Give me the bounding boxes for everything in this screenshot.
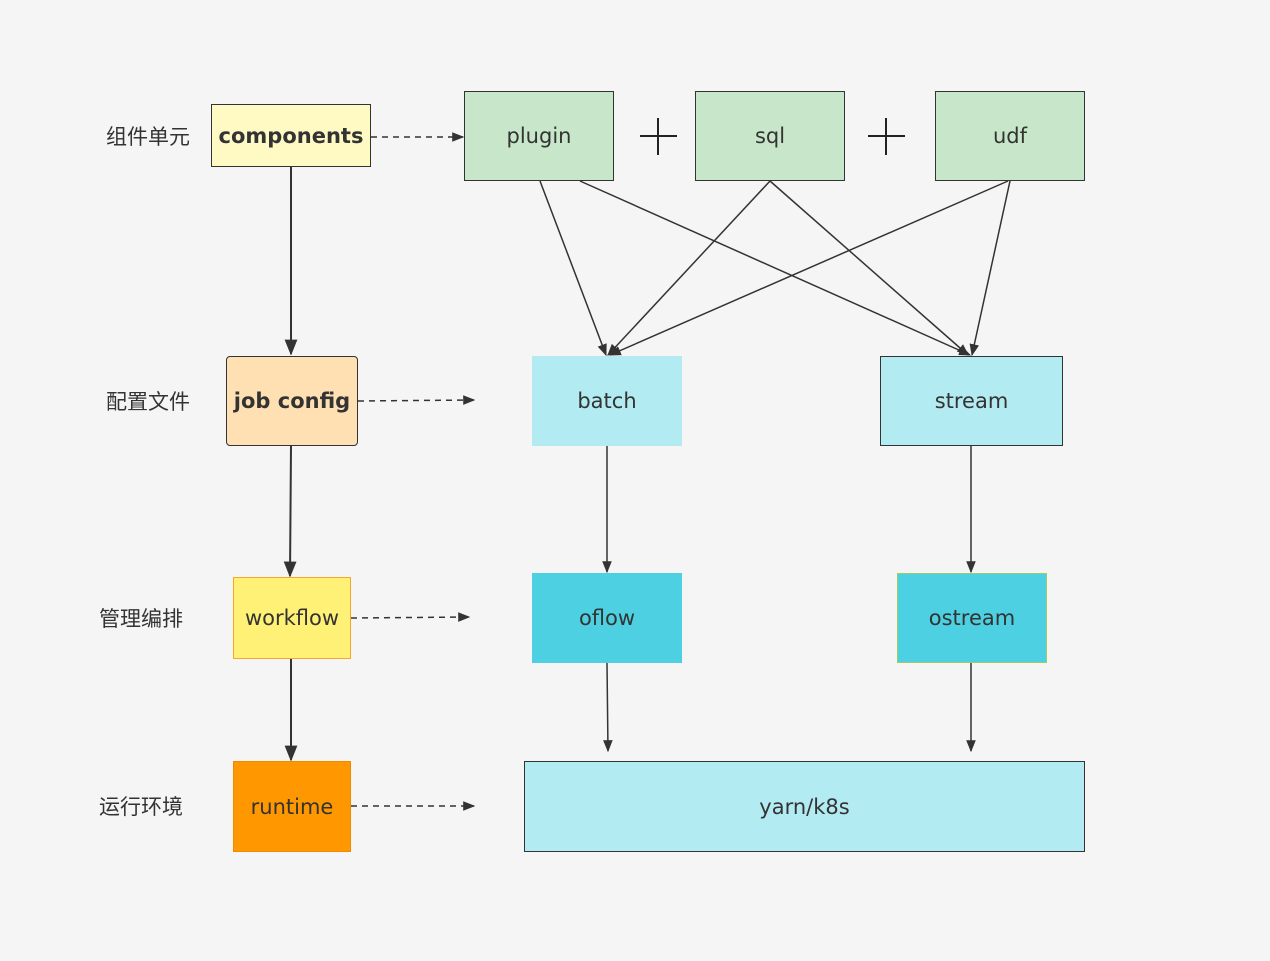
dashed-workflow-to-flows	[350, 612, 471, 622]
plus-sign-2	[868, 118, 905, 155]
node-udf: udf	[935, 91, 1085, 181]
node-runtime: runtime	[233, 761, 351, 852]
node-oflow: oflow	[532, 573, 682, 663]
row-label-runtime-env: 运行环境	[99, 795, 183, 819]
row-label-config: 配置文件	[106, 390, 190, 414]
node-stream: stream	[880, 356, 1063, 446]
edge-udf-to-batch	[608, 180, 1009, 356]
row-label-orchestration: 管理编排	[99, 607, 183, 631]
plus-sign-1	[640, 118, 677, 155]
node-yarn-k8s: yarn/k8s	[524, 761, 1085, 852]
edge-sql-to-batch	[607, 180, 771, 356]
edge-udf-to-stream	[969, 180, 1011, 357]
node-ostream: ostream	[897, 573, 1047, 663]
dashed-jobconfig-to-modes	[357, 395, 476, 405]
row-label-components: 组件单元	[106, 125, 190, 149]
node-plugin: plugin	[464, 91, 614, 181]
node-batch: batch	[532, 356, 682, 446]
edge-jobconfig-to-workflow	[283, 445, 297, 578]
edge-plugin-to-stream	[579, 180, 972, 356]
node-workflow: workflow	[233, 577, 351, 659]
node-sql: sql	[695, 91, 845, 181]
edge-oflow-to-platform	[603, 662, 613, 753]
edge-plugin-to-batch	[539, 180, 607, 357]
edge-sql-to-stream	[769, 180, 969, 356]
node-components: components	[211, 104, 371, 167]
node-job-config: job config	[226, 356, 358, 446]
